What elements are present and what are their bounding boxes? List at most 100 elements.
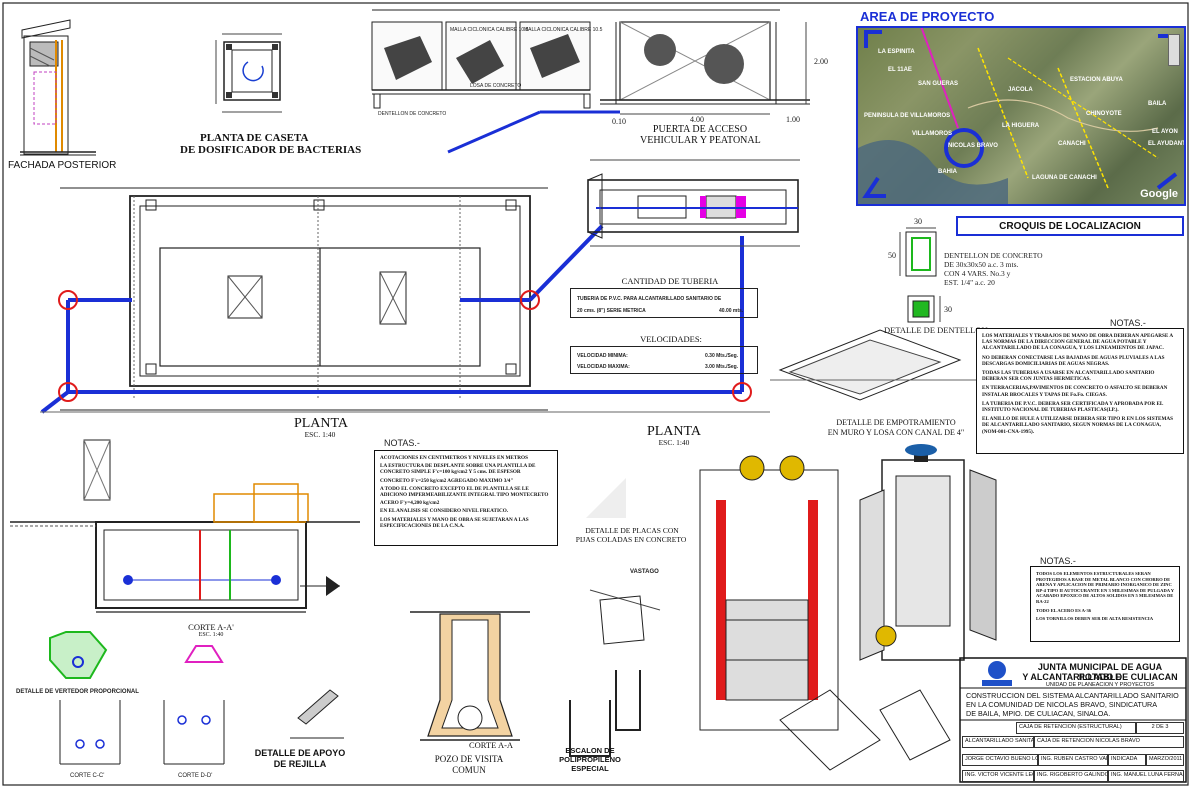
gate-title: PUERTA DE ACCESO [652, 124, 748, 135]
project-line: EN LA COMUNIDAD DE NICOLAS BRAVO, SINDIC… [966, 700, 1158, 709]
note-item: LOS MATERIALES Y TRABAJOS DE MANO DE OBR… [982, 333, 1173, 352]
tb-sheet: 2 DE 3 [1136, 722, 1184, 734]
map-place-label: JACOLA [1008, 87, 1033, 93]
gate-dim-left: 0.10 [612, 117, 626, 126]
dentellon-spec-line: CON 4 VARS. No.3 y [944, 269, 1011, 278]
map-place-label: LA HIGUERA [1002, 123, 1040, 129]
croquis-banner: CROQUIS DE LOCALIZACION [956, 216, 1184, 236]
map-place-label: CANACHI [1058, 141, 1086, 147]
note-item: LA TUBERIA DE P.V.C. DEBERA SER CERTIFIC… [982, 400, 1164, 414]
dentellon-dim-bottom: 30 [944, 305, 952, 314]
project-area-map[interactable]: LA ESPINITA EL 11AE ESTACION ABUYA BAILA… [856, 26, 1186, 206]
note-item: LOS TORNILLOS DEBEN SER DE ALTA RESISTEN… [1036, 616, 1154, 622]
map-overlay [858, 28, 1180, 204]
cantidad-row: 20 cms. (8") SERIE METRICA [577, 308, 646, 314]
tb-plano: CAJA DE RETENCION (ESTRUCTURAL) [1016, 722, 1136, 734]
note-item: EN TERRACERIAS,PAVIMENTOS DE CONCRETO O … [982, 385, 1168, 398]
note-item: ACERO F'y=4,200 kg/cm2 [380, 500, 440, 507]
empotramiento-title: DETALLE DE EMPOTRAMIENTO [836, 418, 956, 427]
planta-caseta-drawing [215, 33, 282, 113]
cantidad-table: TUBERIA DE P.V.C. PARA ALCANTARILLADO SA… [570, 288, 758, 318]
dentellon-dim-top: 30 [914, 217, 922, 226]
notes-mid-title: NOTAS.- [384, 438, 420, 448]
dentellon-spec-line: DENTELLON DE CONCRETO [944, 251, 1043, 260]
gate-dentellon-label: DENTELLON DE CONCRETO [378, 111, 447, 117]
notes-right-box: LOS MATERIALES Y TRABAJOS DE MANO DE OBR… [976, 328, 1184, 454]
notes-steel-box: TODOS LOS ELEMENTOS ESTRUCTURALES SERAN … [1030, 566, 1180, 642]
map-place-label: ESTACION ABUYA [1070, 77, 1123, 83]
cantidad-row: TUBERIA DE P.V.C. PARA ALCANTARILLADO SA… [577, 296, 722, 302]
tb-person: ING. RIGOBERTO GALINDO AGUERO [1034, 770, 1108, 782]
org-name-2: Y ALCANTARILLADO DE CULIACAN [1022, 672, 1178, 682]
org-name: JUNTA MUNICIPAL DE AGUA POTABLE [1037, 662, 1163, 682]
note-item: TODO EL ACERO ES A-36 [1036, 607, 1092, 613]
tb-person: JORGE OCTAVIO BUENO LOPEZ [962, 754, 1038, 766]
gate-dim-mid: 4.00 [690, 115, 704, 124]
note-item: LA ESTRUCTURA DE DESPLANTE SOBRE UNA PLA… [380, 463, 536, 476]
velocidad-min-label: VELOCIDAD MINIMA: [577, 353, 628, 359]
empotramiento-subtitle: EN MURO Y LOSA CON CANAL DE 4" [827, 428, 965, 437]
apoyo-title: DETALLE DE APOYO [254, 748, 346, 758]
tb-desc: CAJA DE RETENCION NICOLAS BRAVO [1034, 736, 1184, 748]
note-item: EL ANILLO DE HULE A UTILIZARSE DEBERA SE… [982, 416, 1174, 435]
cantidad-value: 40.00 mts. [719, 308, 744, 314]
corte-aa-scale: ESC. 1:40 [198, 632, 224, 638]
note-item: A TODO EL CONCRETO EXCEPTO EL DE PLANTIL… [380, 485, 549, 499]
pozo-corte-label: CORTE A-A [468, 740, 514, 750]
note-item: TODOS LOS ELEMENTOS ESTRUCTURALES SERAN … [1036, 571, 1174, 604]
map-place-label: LA ESPINITA [878, 49, 915, 55]
corte-aa-drawing [10, 439, 360, 613]
dentellon-detail-title: DETALLE DE DENTELLON [884, 325, 988, 335]
dentellon-spec-line: EST. 1/4" a.c. 20 [944, 278, 995, 287]
dentellon-dim-side: 50 [888, 251, 896, 260]
fachada-posterior-label: FACHADA POSTERIOR [8, 160, 117, 171]
map-place-label: EL AYON [1152, 129, 1178, 135]
planta-right-scale: ESC. 1:40 [658, 438, 690, 447]
corte-dd-label: CORTE D-D' [178, 773, 213, 779]
gate-malla-left: MALLA CICLONICA CALIBRE 10.5 [450, 27, 529, 33]
apoyo-subtitle: DE REJILLA [273, 759, 327, 769]
tb-person: ING. MANUEL LUNA FERNANDEZ [1108, 770, 1184, 782]
pozo-title: POZO DE VISITA [434, 754, 504, 764]
map-place-label: CHINOYOTE [1086, 111, 1122, 117]
placas-subtitle: PIJAS COLADAS EN CONCRETO [575, 535, 687, 544]
pozo-subtitle: COMUN [452, 765, 486, 775]
tb-person: ING. VICTOR VICENTE LEON MEJIA [962, 770, 1034, 782]
corte-cc-label: CORTE C-C' [70, 773, 105, 779]
note-item: EN EL ANALISIS SE CONSIDERO NIVEL FREATI… [380, 508, 509, 515]
compuerta-drawing [699, 444, 997, 771]
map-place-label: NICOLAS BRAVO [948, 143, 998, 149]
planta-left-scale: ESC. 1:40 [304, 430, 336, 439]
velocidad-min-value: 0.30 Mts./Seg. [705, 353, 739, 359]
velocidad-max-label: VELOCIDAD MAXIMA: [577, 364, 630, 370]
fachada-posterior-drawing [20, 19, 96, 156]
map-place-label: LAGUNA DE CANACHI [1032, 175, 1097, 181]
escalon-drawing [569, 589, 661, 757]
org-unit: UNIDAD DE PLANEACION Y PROYECTOS [1045, 682, 1155, 688]
planta-caseta-title: PLANTA DE CASETA [200, 132, 309, 144]
velocidades-title: VELOCIDADES: [640, 334, 702, 344]
gate-subtitle: VEHICULAR Y PEATONAL [640, 135, 761, 146]
vertedor-title: DETALLE DE VERTEDOR PROPORCIONAL [16, 689, 139, 695]
pozo-visita-drawing [410, 611, 530, 741]
dentellon-spec-line: DE 30x30x50 a.c. 3 mts. [944, 260, 1019, 269]
map-zoom-control[interactable] [1168, 34, 1180, 66]
note-item: ACOTACIONES EN CENTIMETROS Y NIVELES EN … [380, 455, 528, 461]
planta-right-drawing [587, 159, 800, 247]
placas-drawing [586, 478, 626, 518]
notes-right-title: NOTAS.- [1110, 318, 1146, 328]
tb-person: ING. RUBEN CASTRO VALENZUELA [1038, 754, 1108, 766]
project-line: CONSTRUCCION DEL SISTEMA ALCANTARILLADO … [966, 691, 1179, 700]
gate-losa-label: LOSA DE CONCRETO [470, 83, 522, 89]
cantidad-title: CANTIDAD DE TUBERIA [621, 276, 719, 286]
note-item: TODAS LAS TUBERIAS A USARSE EN ALCANTARI… [982, 370, 1155, 383]
map-place-label: SAN GUERAS [918, 81, 959, 87]
empotramiento-drawing [770, 329, 980, 401]
map-place-label: PENINSULA DE VILLAMOROS [864, 113, 951, 119]
planta-left-label: PLANTA [293, 416, 349, 431]
gate-dim-height: 2.00 [814, 57, 828, 66]
corte-aa-label: CORTE A-A' [188, 622, 234, 632]
note-item: LOS MATERIALES Y MANO DE OBRA SE SUJETAR… [380, 516, 529, 529]
project-area-title: AREA DE PROYECTO [860, 9, 995, 24]
